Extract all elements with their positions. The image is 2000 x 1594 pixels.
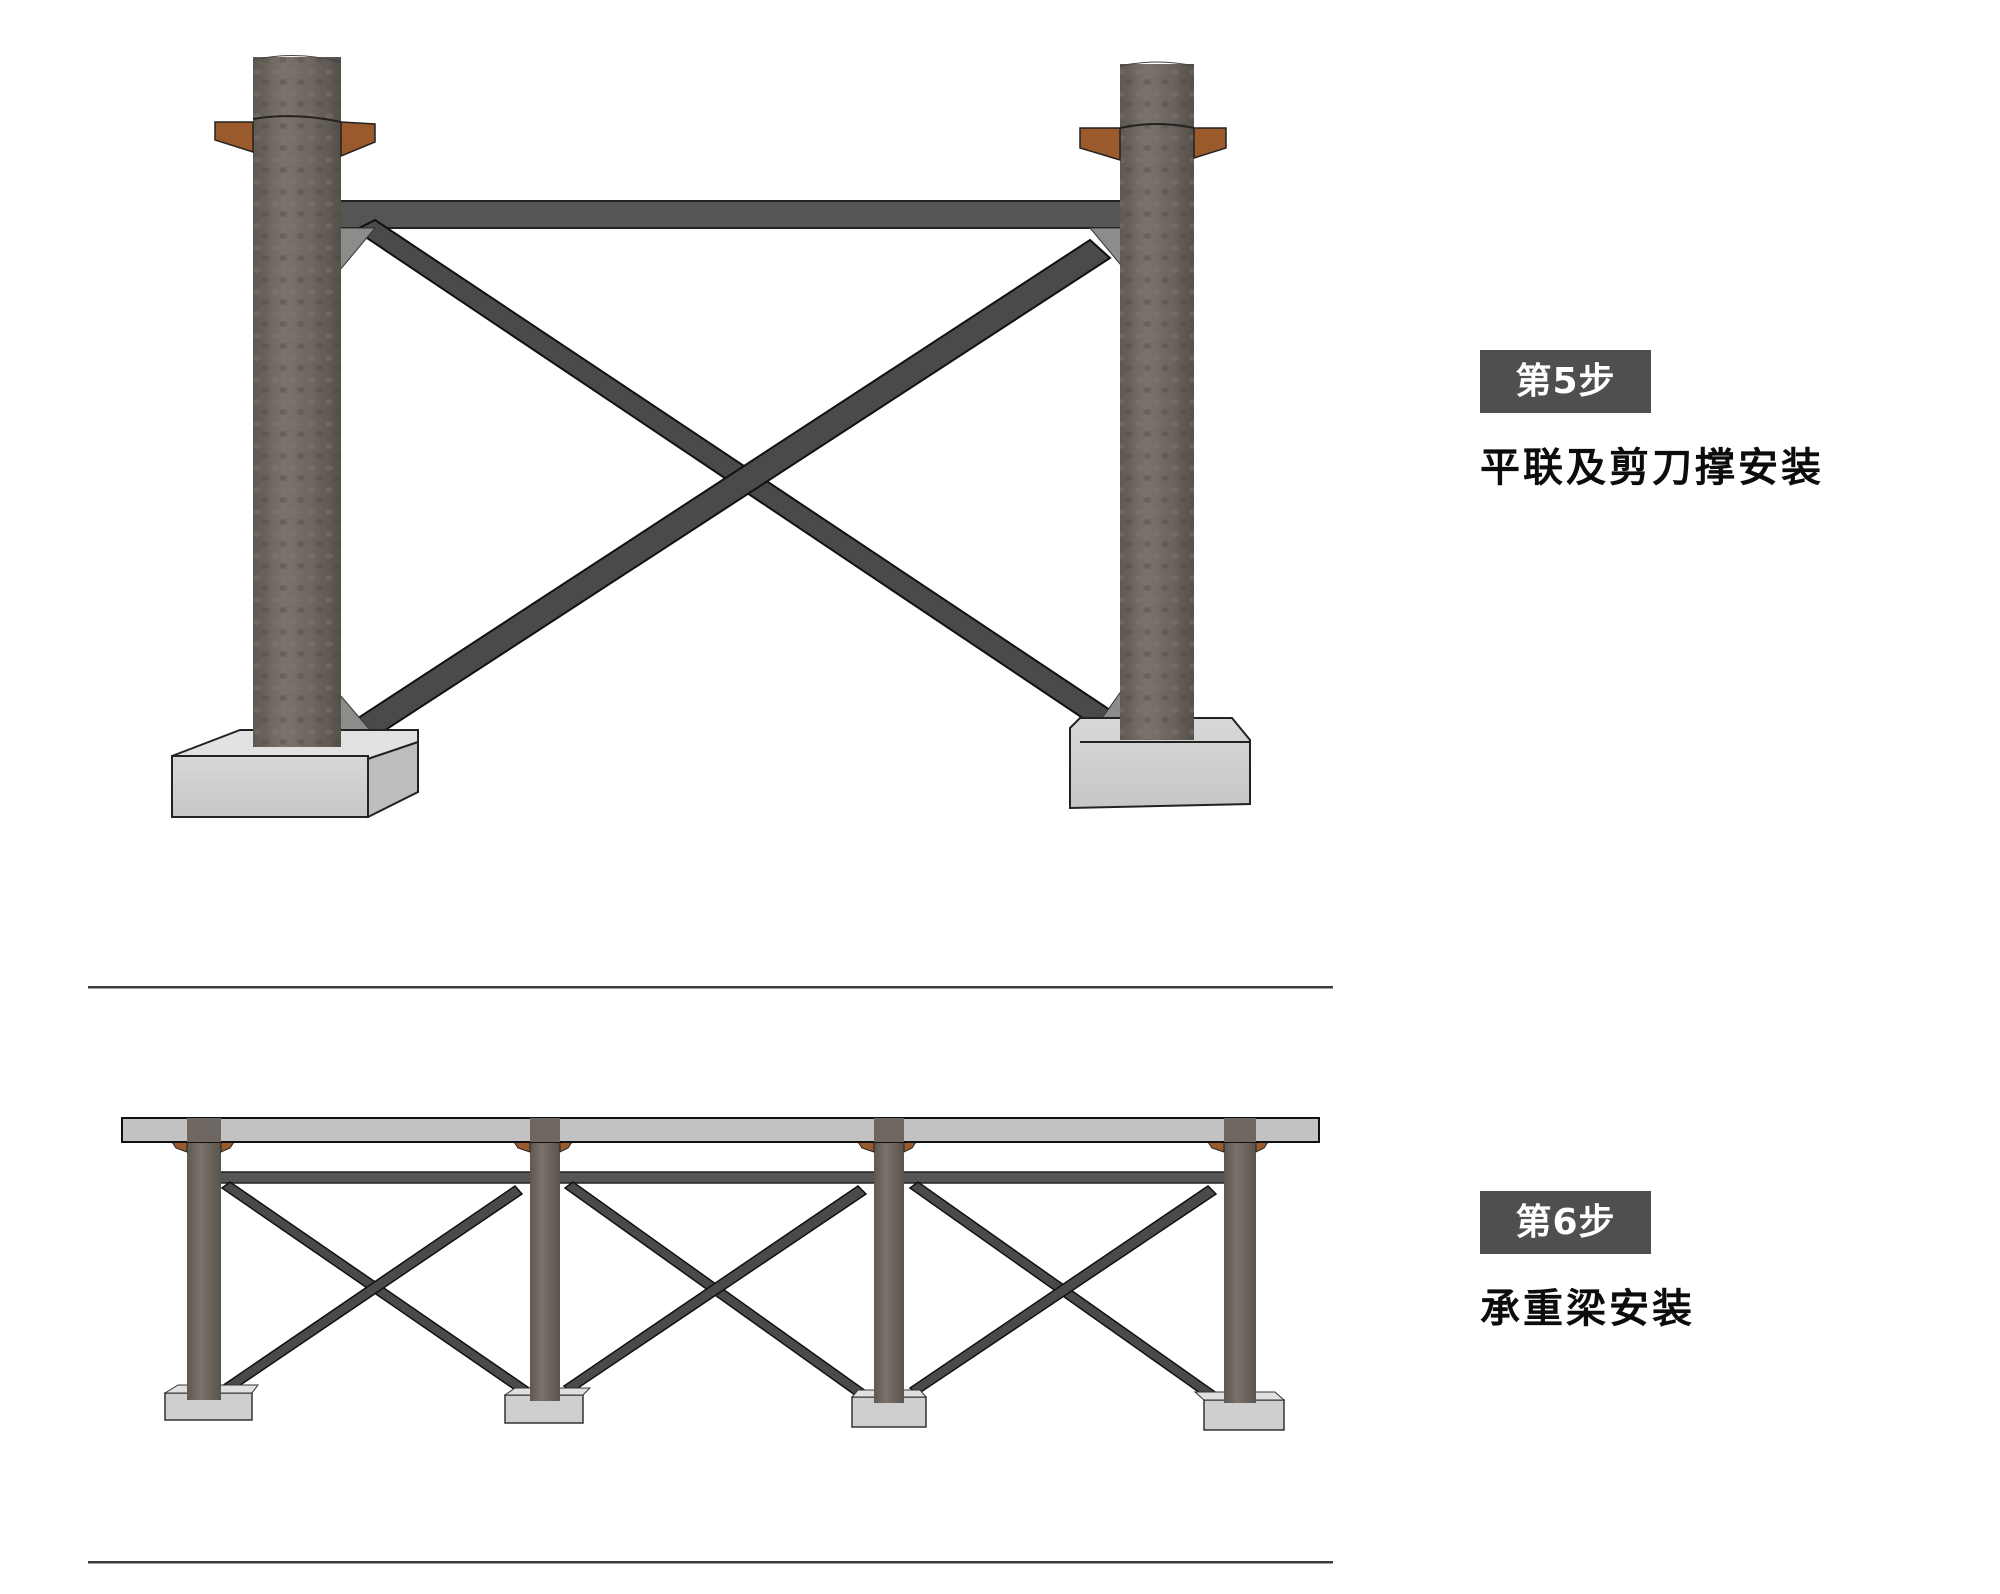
column-right [1119,61,1195,740]
step-title: 平联及剪刀撑安装 [1480,445,1824,491]
step6-diagram [0,1000,1400,1560]
concrete-footing-right [1069,717,1251,810]
cross-bracing-bay-1 [220,1181,534,1397]
step5-diagram [0,0,1400,990]
corbel-bracket [340,121,376,158]
step-5-label-group: 第5步 平联及剪刀撑安装 [1480,350,1824,493]
column [1224,1118,1256,1403]
corbel-bracket [214,121,254,154]
column-left [252,55,342,747]
column [530,1118,560,1401]
cross-bracing-bay-3 [908,1181,1220,1401]
cross-brace-2 [350,238,1112,742]
corbel-bracket [1193,127,1227,160]
step-badge: 第6步 [1480,1191,1651,1254]
section-divider [88,1561,1333,1564]
section-divider [88,986,1333,989]
concrete-footing-left [171,729,419,819]
step-title: 承重梁安装 [1480,1286,1695,1332]
column [874,1118,904,1403]
column [187,1118,221,1400]
step-6-label-group: 第6步 承重梁安装 [1480,1191,1695,1334]
corbel-brackets [171,1141,1269,1153]
cross-bracing-bay-2 [562,1181,872,1401]
horizontal-brace [329,200,1131,229]
horizontal-brace [217,1171,1239,1184]
gusset-plate [337,227,377,272]
step-badge: 第5步 [1480,350,1651,413]
corbel-bracket [1079,127,1121,162]
load-bearing-beam [121,1117,1320,1143]
